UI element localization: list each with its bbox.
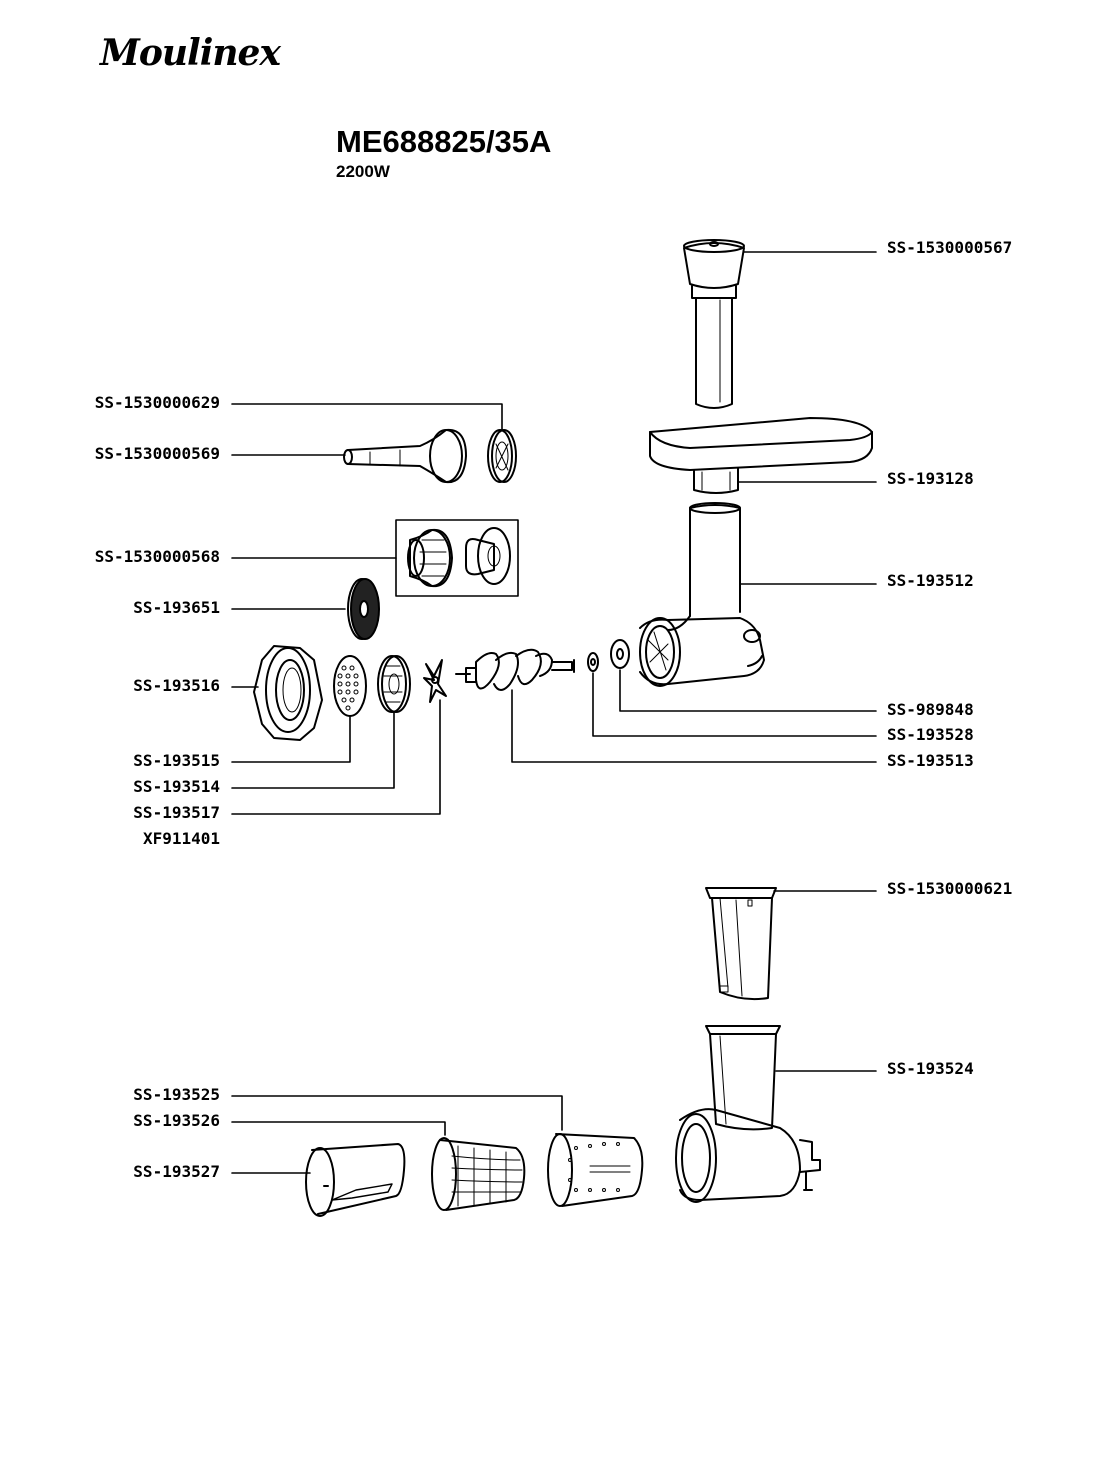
slicing-cone-part [305,1143,406,1217]
food-tray-part [649,417,873,494]
ring-nut-part [253,645,323,741]
fine-disc-part [347,578,380,640]
washer-large-part [610,639,630,669]
part-label-ss-193514: SS-193514 [133,777,220,796]
slicer-body-part [675,1025,821,1203]
part-label-ss-193515: SS-193515 [133,751,220,770]
part-label-ss-193651: SS-193651 [133,598,220,617]
mincer-body-part [639,502,765,687]
slicer-pusher-part [705,887,777,1001]
part-label-ss-1530000569: SS-1530000569 [94,444,220,463]
part-label-ss-193513: SS-193513 [887,751,974,770]
part-label-ss-193525: SS-193525 [133,1085,220,1104]
adapter-disc-part [487,429,517,483]
coarse-grater-cone-part [431,1137,526,1211]
part-label-ss-989848: SS-989848 [887,700,974,719]
part-label-ss-193526: SS-193526 [133,1111,220,1130]
part-label-ss-1530000621: SS-1530000621 [887,879,1013,898]
sausage-nozzle-part [343,428,467,484]
pusher-part [683,239,745,409]
part-label-ss-193517: SS-193517 [133,803,220,822]
blade-part [423,659,447,703]
part-label-ss-193524: SS-193524 [887,1059,974,1078]
washer-small-part [587,652,599,672]
part-label-ss-193527: SS-193527 [133,1162,220,1181]
part-label-ss-193528: SS-193528 [887,725,974,744]
model-number: ME688825/35A [336,124,552,159]
coarse-disc-part [333,655,367,717]
leader-lines [231,251,877,1174]
part-label-ss-193512: SS-193512 [887,571,974,590]
part-label-xf911401: XF911401 [142,829,220,848]
medium-disc-part [377,655,411,713]
part-label-ss-193516: SS-193516 [133,676,220,695]
brand-logo: Moulinex [100,32,281,74]
part-label-ss-1530000629: SS-1530000629 [94,393,220,412]
part-label-ss-193128: SS-193128 [887,469,974,488]
auger-part [455,648,575,691]
part-label-ss-1530000568: SS-1530000568 [94,547,220,566]
power-rating: 2200W [336,162,390,181]
kebbe-attachment-part [395,519,519,597]
part-label-ss-1530000567: SS-1530000567 [887,238,1013,257]
fine-grater-cone-part [547,1133,644,1207]
